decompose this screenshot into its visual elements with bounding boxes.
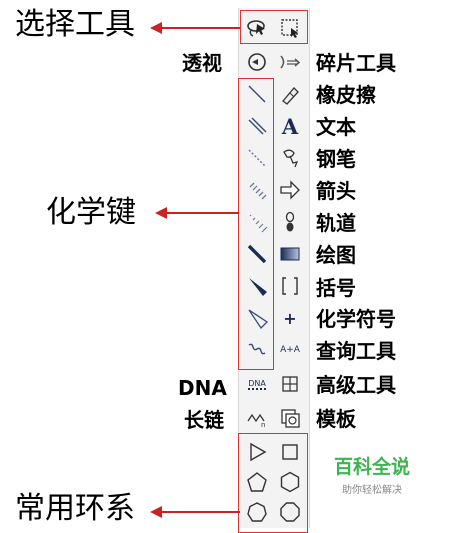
cyclohexane-ring-tool[interactable]: [276, 468, 304, 496]
chemical-bonds-label: 化学键: [46, 195, 136, 230]
query-tool-label: 查询工具: [316, 339, 396, 363]
chain-icon: n: [247, 413, 265, 429]
plus-icon: +: [283, 308, 297, 328]
select-tools-arrow: [150, 22, 240, 34]
eraser-icon: [282, 87, 299, 105]
arrow-tool[interactable]: [276, 176, 304, 204]
bracket-label: 括号: [316, 276, 356, 300]
triangle-ring-icon: [250, 442, 267, 462]
arrow-icon: [280, 180, 300, 200]
single-bond-tool[interactable]: [243, 80, 271, 108]
cyclopentane-ring-tool[interactable]: [243, 468, 271, 496]
bond-tools-highlight: [238, 78, 274, 370]
advanced-tool-label: 高级工具: [316, 373, 396, 397]
pen-icon: [283, 149, 299, 168]
watermark: 百科全说 助你轻松解决: [334, 452, 410, 496]
common-rings-arrow: [150, 506, 240, 518]
wavy-bond-tool[interactable]: [243, 336, 271, 364]
marquee-select-tool[interactable]: [276, 14, 304, 42]
wedge-bond-tool[interactable]: [243, 272, 271, 300]
pentagon-ring-icon: [247, 472, 267, 492]
hashed-wedge-bond-tool[interactable]: [243, 208, 271, 236]
cyclopropane-ring-tool[interactable]: [243, 438, 271, 466]
double-bond-icon: [248, 117, 267, 135]
chemical-symbol-tool[interactable]: +: [276, 304, 304, 332]
text-tool[interactable]: A: [276, 112, 304, 140]
perspective-icon: [248, 53, 266, 71]
chemdraw-toolbar: [238, 8, 310, 528]
select-tools-highlight: [240, 10, 308, 44]
dna-label: DNA: [178, 376, 227, 400]
long-chain-tool[interactable]: n: [243, 404, 271, 432]
arrow-label: 箭头: [316, 179, 356, 203]
watermark-subtitle: 助你轻松解决: [342, 485, 402, 496]
ring-tools-highlight: [238, 433, 308, 533]
cyclobutane-ring-tool[interactable]: [276, 438, 304, 466]
long-chain-label: 长链: [184, 408, 224, 432]
hollow-wedge-icon: [248, 309, 269, 330]
chemical-bonds-arrow: [155, 207, 239, 219]
single-bond-icon: [248, 85, 266, 103]
chemical-symbol-label: 化学符号: [316, 307, 396, 331]
multiple-bond-tool[interactable]: [243, 112, 271, 140]
bold-bond-tool[interactable]: [243, 240, 271, 268]
template-tool[interactable]: [276, 404, 304, 432]
text-tool-glyph: A: [281, 113, 299, 139]
fragment-arrow-icon: [280, 55, 301, 69]
shaded-rectangle-icon: [280, 247, 300, 261]
hashed-wedge-icon: [249, 214, 268, 233]
eraser-label: 橡皮擦: [316, 83, 376, 107]
hashed-bond-icon: [249, 182, 267, 200]
pen-label: 钢笔: [316, 147, 356, 171]
bracket-icon: [282, 277, 298, 295]
orbital-label: 轨道: [316, 211, 356, 235]
bold-bond-icon: [247, 244, 267, 264]
perspective-label: 透视: [182, 51, 222, 75]
common-rings-label: 常用环系: [15, 491, 135, 526]
text-label: 文本: [316, 115, 356, 139]
select-tools-label: 选择工具: [15, 7, 135, 42]
lasso-select-tool[interactable]: [243, 14, 271, 42]
dna-icon: DNA: [248, 378, 266, 390]
hexagon-ring-icon: [280, 471, 300, 493]
perspective-tool[interactable]: [243, 48, 271, 76]
bracket-tool[interactable]: [276, 272, 304, 300]
query-tool[interactable]: A+A: [276, 336, 304, 364]
wedge-bond-icon: [249, 278, 267, 296]
hashed-bond-tool[interactable]: [243, 176, 271, 204]
square-ring-icon: [282, 444, 298, 460]
template-icon: [281, 409, 300, 428]
advanced-tool[interactable]: [276, 370, 304, 398]
fragment-tool[interactable]: [276, 48, 304, 76]
drawing-label: 绘图: [316, 243, 356, 267]
svg-text:n: n: [261, 421, 265, 429]
pen-tool[interactable]: [276, 144, 304, 172]
drawing-element-tool[interactable]: [276, 240, 304, 268]
query-icon: A+A: [280, 345, 300, 355]
eraser-tool[interactable]: [276, 80, 304, 108]
wavy-bond-icon: [248, 343, 266, 355]
grid-icon: [282, 376, 298, 392]
marquee-icon: [281, 19, 298, 38]
hollow-wedge-bond-tool[interactable]: [243, 304, 271, 332]
template-label: 模板: [316, 407, 356, 431]
fragment-tool-label: 碎片工具: [316, 51, 396, 75]
watermark-title: 百科全说: [334, 456, 411, 478]
lasso-icon: [247, 20, 265, 37]
orbital-icon: [285, 211, 295, 232]
dna-tool[interactable]: DNA: [243, 370, 271, 398]
orbital-tool[interactable]: [276, 208, 304, 236]
